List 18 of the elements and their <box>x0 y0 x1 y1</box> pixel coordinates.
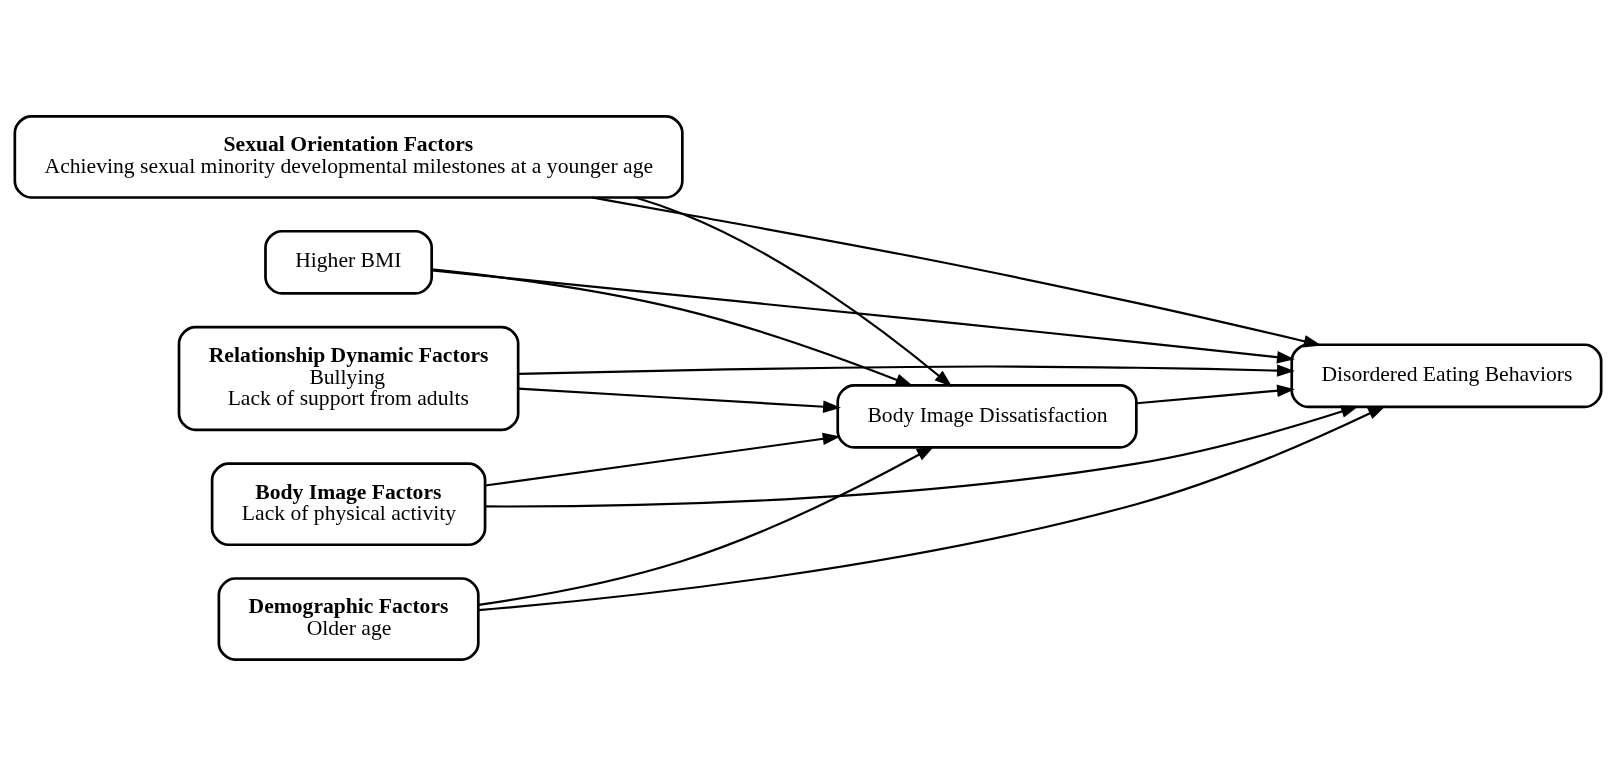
arrow <box>431 267 914 386</box>
node-box: Relationship Dynamic Factors Bullying Lack of support from adults <box>177 325 520 431</box>
arrow <box>591 196 1322 347</box>
arrow <box>485 432 841 487</box>
arrow <box>1136 384 1295 404</box>
arrow <box>635 195 953 387</box>
node-box: Higher BMI <box>264 229 434 295</box>
arrow <box>431 268 1295 363</box>
node-box: Sexual Orientation Factors Achieving sexual minority developmental milestones at a younger age <box>13 114 684 199</box>
node-box: Body Image Dissatisfaction <box>836 383 1138 449</box>
arrow <box>478 445 935 606</box>
node-box: Disordered Eating Behaviors <box>1290 342 1603 408</box>
arrow <box>485 405 1359 508</box>
arrow <box>518 386 841 413</box>
node-box: Demographic Factors Older age <box>217 576 480 661</box>
node-box: Body Image Factors Lack of physical activity <box>210 461 487 546</box>
arrow <box>518 363 1295 377</box>
arrow <box>478 405 1386 611</box>
